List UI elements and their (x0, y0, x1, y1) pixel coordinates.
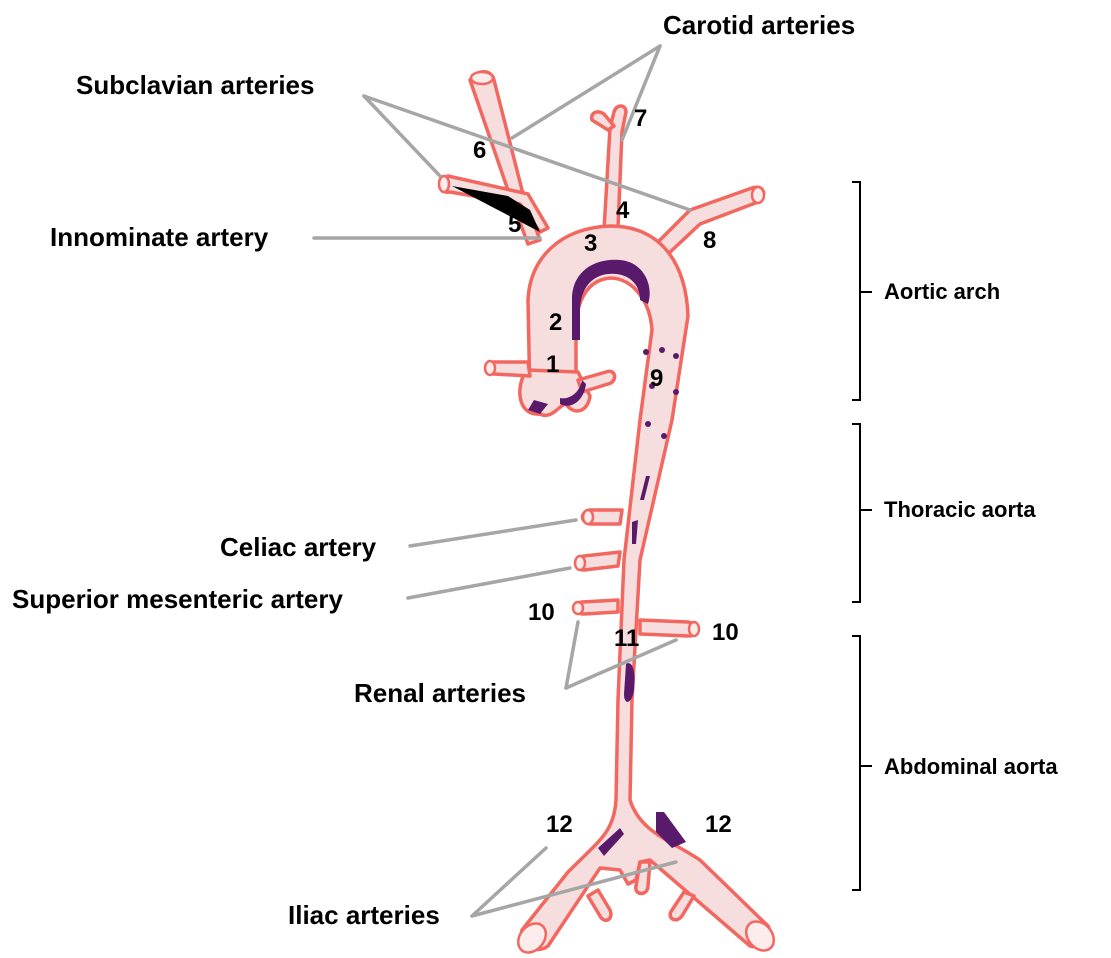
lumen-subclavian-right (752, 187, 764, 203)
label-thoracic-aorta: Thoracic aorta (884, 497, 1036, 522)
label-innominate-artery: Innominate artery (50, 222, 269, 252)
number-4: 4 (616, 197, 630, 224)
label-iliac-arteries: Iliac arteries (288, 900, 440, 930)
lumen-renal-left (689, 622, 699, 636)
number-11: 11 (614, 625, 639, 652)
pointer-celiac (410, 520, 576, 546)
plaque-dot-5 (673, 389, 679, 395)
lumen-carotid-top (471, 72, 493, 84)
plaque-arch-inner (572, 260, 650, 340)
plaque-dot-2 (659, 347, 665, 353)
number-12-left: 12 (546, 811, 573, 838)
pointer-renal-left (566, 622, 578, 688)
number-12-right: 12 (705, 811, 732, 838)
number-5: 5 (508, 211, 521, 238)
number-10-left: 10 (528, 599, 555, 626)
small-carotid-branch (592, 112, 614, 130)
segment-brackets (852, 182, 872, 890)
label-carotid-arteries: Carotid arteries (663, 10, 855, 40)
number-3: 3 (584, 230, 597, 257)
internal-iliac-right (670, 892, 694, 920)
label-aortic-arch: Aortic arch (884, 279, 1000, 304)
lumen-coronary-left (485, 361, 495, 375)
number-8: 8 (703, 227, 716, 254)
plaque-dot-7 (661, 433, 667, 439)
lumen-celiac (583, 510, 593, 524)
number-9: 9 (650, 365, 663, 392)
lumen-subclavian-left (439, 176, 449, 192)
vessel-labels: Carotid arteries Subclavian arteries Inn… (12, 10, 855, 930)
median-sacral-branch (636, 862, 650, 894)
pointer-sma (408, 568, 570, 598)
label-renal-arteries: Renal arteries (354, 678, 526, 708)
number-6: 6 (473, 137, 486, 164)
label-subclavian-arteries: Subclavian arteries (76, 70, 314, 100)
plaque-dot-6 (645, 421, 651, 427)
number-2: 2 (549, 309, 562, 336)
segment-labels: Aortic arch Thoracic aorta Abdominal aor… (884, 279, 1058, 779)
bracket-thoracic-aorta (852, 424, 872, 602)
number-10-right: 10 (712, 619, 739, 646)
lumen-sma (575, 556, 585, 570)
label-abdominal-aorta: Abdominal aorta (884, 754, 1058, 779)
internal-iliac-left (588, 890, 611, 920)
bracket-abdominal-aorta (852, 636, 872, 890)
label-superior-mesenteric-artery: Superior mesenteric artery (12, 584, 343, 614)
label-celiac-artery: Celiac artery (220, 532, 377, 562)
bracket-aortic-arch (852, 182, 872, 400)
plaque-dot-3 (673, 353, 679, 359)
plaque-dot-1 (643, 349, 649, 355)
lumen-renal-right (573, 602, 583, 614)
number-1: 1 (546, 351, 559, 378)
number-7: 7 (634, 105, 647, 132)
